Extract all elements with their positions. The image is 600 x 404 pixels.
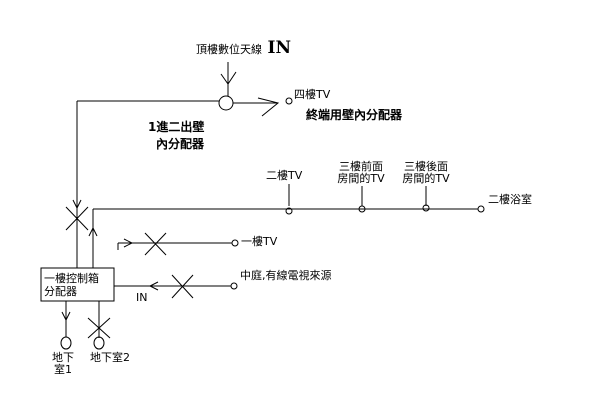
floor3-back-line1: 三樓後面	[404, 160, 448, 173]
antenna-icon	[220, 71, 237, 85]
right-arrow	[123, 238, 134, 248]
basement2-label: 地下室2	[90, 351, 130, 364]
courtyard-outlet	[230, 282, 238, 290]
floor3-front-label: 三樓前面 房間的TV	[328, 161, 394, 185]
antenna-label: 頂樓數位天線 IN	[196, 39, 291, 57]
floor3-back-outlet	[422, 204, 430, 212]
floor1-label: 一樓TV	[241, 235, 278, 248]
floor2-outlet	[285, 207, 293, 215]
box-in-label: IN	[136, 291, 148, 304]
courtyard-label: 中庭,有線電視來源	[240, 269, 332, 282]
floor4-antenna-icon	[257, 97, 280, 117]
antenna-in-label: IN	[267, 38, 292, 58]
down-arrow	[72, 199, 82, 210]
floor4-label: 四樓TV	[294, 88, 331, 101]
floor3-front-outlet	[358, 205, 366, 213]
basement1-outlet	[60, 336, 72, 350]
floor4-outlet	[285, 97, 293, 105]
up-arrow	[88, 226, 98, 237]
antenna-label-text: 頂樓數位天線	[196, 43, 262, 56]
floor3-front-line1: 三樓前面	[339, 160, 383, 173]
splitter-label-line1: 1進二出壁	[148, 120, 205, 134]
floor2-label: 二樓TV	[266, 169, 303, 182]
splitter-label-line2: 內分配器	[156, 137, 205, 151]
floor1-outlet	[231, 239, 239, 247]
wall-outlet-label: 終端用壁內分配器	[306, 108, 403, 122]
basement1-line1: 地下	[52, 351, 74, 364]
bath2-outlet	[477, 205, 485, 213]
basement1-arrow	[61, 311, 71, 322]
basement2-outlet	[93, 336, 105, 350]
floor3-back-line2: 房間的TV	[402, 172, 450, 185]
basement1-label: 地下 室1	[46, 352, 80, 376]
box-label-line2: 分配器	[44, 285, 77, 298]
floor3-front-line2: 房間的TV	[337, 172, 385, 185]
left-arrow	[148, 281, 159, 291]
box-label-line1: 一樓控制箱	[44, 272, 99, 285]
floor3-back-label: 三樓後面 房間的TV	[393, 161, 459, 185]
control-box	[40, 267, 115, 302]
top-splitter	[218, 95, 234, 111]
basement1-line2: 室1	[54, 363, 72, 376]
bath2-label: 二樓浴室	[488, 193, 532, 206]
